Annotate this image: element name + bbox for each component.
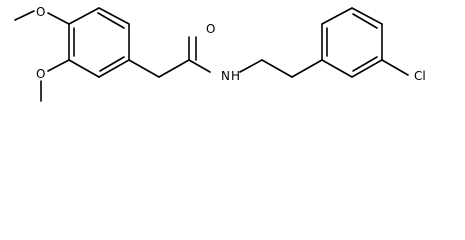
amide-hydrogen-label: H [231,69,240,83]
chemical-structure: O O O N H Cl [14,5,426,102]
methoxy-top [14,10,70,25]
acetamide-chain [128,36,211,78]
dimethoxyphenyl-ring [68,7,130,78]
methoxy-top-oxygen-label: O [36,5,45,19]
chlorine-label: Cl [414,69,426,83]
methoxy-bottom-oxygen-label: O [36,67,45,81]
carbonyl-oxygen-label: O [206,22,215,36]
amide-nitrogen-label: N [221,69,230,83]
methoxy-bottom [40,59,70,102]
ethyl-chain [239,59,323,78]
chlorophenyl-ring [321,7,409,78]
